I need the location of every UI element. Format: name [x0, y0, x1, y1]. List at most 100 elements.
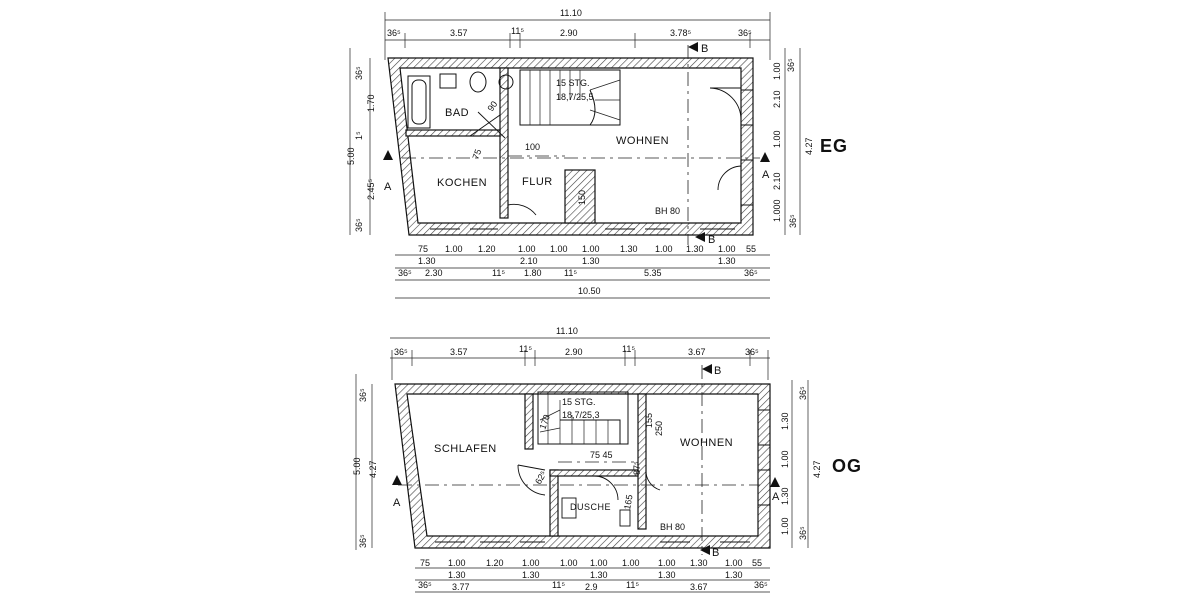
- eg-bottom-overall: 10.50: [578, 286, 601, 296]
- og-top-dim: 2.90: [565, 347, 583, 357]
- eg-bh-note: BH 80: [655, 206, 680, 216]
- og-top-overall: 11.10: [556, 326, 578, 336]
- eg-interior-wall: [405, 129, 501, 137]
- eg-interior-wall: [499, 67, 509, 219]
- og-section-b-top-marker: [702, 364, 712, 374]
- eg-room-wohnen: WOHNEN: [616, 135, 669, 147]
- og-top-dim: 36⁵: [394, 347, 408, 357]
- eg-right-dim: 1.000: [772, 199, 782, 222]
- eg-bottom-dim: 1.00: [518, 244, 536, 254]
- og-section-a-right: A: [772, 491, 780, 503]
- og-top-dim: 36⁵: [745, 347, 759, 357]
- eg-bottom-dim: 2.30: [425, 268, 443, 278]
- eg-bottom-dim: 1.20: [478, 244, 496, 254]
- eg-section-a-left: A: [384, 181, 392, 193]
- eg-exterior-wall: [387, 57, 754, 236]
- og-section-a-right-marker: [770, 477, 780, 487]
- eg-right-overall: 4.27: [804, 137, 814, 155]
- og-staircase: 15 STG. 18,7/25,3: [537, 391, 629, 445]
- eg-top-dim: 11⁵: [511, 26, 524, 36]
- og-right-dim: 36⁵: [798, 386, 808, 400]
- eg-bottom-dim: 1.30: [718, 256, 736, 266]
- og-left-dim: 36⁵: [358, 388, 368, 402]
- og-doors: [517, 464, 661, 527]
- eg-bottom-dim: 11⁵: [492, 268, 505, 278]
- og-dim-250: 250: [654, 421, 664, 436]
- eg-section-a-left-marker: [383, 150, 393, 160]
- og-section-b-bottom: B: [712, 547, 720, 559]
- og-section-b-top: B: [714, 365, 722, 377]
- og-dim-62: 62⁵: [533, 469, 549, 486]
- og-top-dim: 3.57: [450, 347, 468, 357]
- og-bottom-dim: 36⁵: [754, 580, 768, 590]
- eg-right-dim: 36⁵: [788, 214, 798, 228]
- og-dim-87: 87⁵: [632, 461, 642, 475]
- og-bottom-dim: 1.30: [522, 570, 540, 580]
- og-right-dim: 1.00: [780, 450, 790, 468]
- eg-bottom-dim: 5.35: [644, 268, 662, 278]
- ground-floor-plan: 11.10 36⁵ 3.57 11⁵ 2.90 3.78⁵ 36⁵: [346, 8, 847, 299]
- eg-left-dim: 1.70: [366, 94, 376, 112]
- eg-bottom-dim: 1.00: [445, 244, 463, 254]
- eg-bottom-dim: 1.30: [418, 256, 436, 266]
- og-right-dim: 1.00: [780, 517, 790, 535]
- og-bottom-dim: 1.00: [560, 558, 578, 568]
- eg-dim-150: 150: [577, 190, 587, 205]
- og-bottom-dim: 75: [420, 558, 430, 568]
- eg-bottom-dim: 1.30: [686, 244, 704, 254]
- eg-bottom-dim: 1.30: [582, 256, 600, 266]
- og-interior-wall: [637, 393, 647, 530]
- og-interior-wall: [549, 469, 639, 477]
- og-interior-wall: [549, 469, 559, 537]
- og-bottom-dim: 3.67: [690, 582, 708, 592]
- og-bottom-dim: 1.00: [590, 558, 608, 568]
- og-left-dim: 36⁵: [358, 534, 368, 548]
- eg-bottom-dim: 2.10: [520, 256, 538, 266]
- bathtub: [407, 75, 431, 129]
- og-right-dim: 36⁵: [798, 526, 808, 540]
- og-bottom-dim: 1.30: [690, 558, 708, 568]
- og-bottom-dim: 1.00: [448, 558, 466, 568]
- eg-left-overall: 5.00: [346, 147, 356, 165]
- bathtub-inner: [411, 79, 427, 125]
- eg-section-a-right-marker: [760, 152, 770, 162]
- og-section-a-left-marker: [392, 475, 402, 485]
- eg-bottom-dim: 1.00: [655, 244, 673, 254]
- og-dim-155: 155: [644, 413, 654, 428]
- og-dim-165: 165: [622, 494, 634, 511]
- upper-floor-plan: 11.10 36⁵ 3.57 11⁵ 2.90 11⁵ 3.67 36⁵: [352, 326, 861, 593]
- eg-top-overall: 11.10: [560, 8, 582, 18]
- eg-section-b-bottom: B: [708, 234, 716, 246]
- og-bottom-dim: 11⁵: [552, 580, 565, 590]
- og-bottom-dim: 1.00: [725, 558, 743, 568]
- og-bottom-dim: 1.30: [725, 570, 743, 580]
- eg-stair-ratio: 18,7/25,5: [556, 92, 594, 102]
- eg-section-b-bottom-marker: [695, 232, 705, 242]
- eg-bottom-dim: 1.30: [620, 244, 638, 254]
- og-bottom-dim: 1.20: [486, 558, 504, 568]
- eg-top-dim: 3.57: [450, 28, 468, 38]
- eg-left-dim: 36⁵: [354, 66, 364, 80]
- eg-room-bad: BAD: [445, 107, 469, 119]
- og-bottom-dim: 55: [752, 558, 762, 568]
- eg-bottom-dim: 36⁵: [744, 268, 758, 278]
- eg-stair-steps: 15 STG.: [556, 78, 590, 88]
- sink: [439, 73, 457, 89]
- og-bottom-dim: 11⁵: [626, 580, 639, 590]
- eg-room-flur: FLUR: [522, 176, 553, 188]
- og-top-dim: 11⁵: [519, 344, 532, 354]
- og-dim-75-45: 75 45: [590, 450, 613, 460]
- og-section-b-bottom-marker: [700, 545, 710, 555]
- eg-right-dim: 2.10: [772, 90, 782, 108]
- og-bottom-dim: 1.30: [590, 570, 608, 580]
- eg-dim-100: 100: [525, 142, 540, 152]
- og-dim-170: 170: [537, 413, 552, 431]
- eg-dim-90: 90: [485, 99, 499, 113]
- eg-bottom-dim: 1.00: [718, 244, 736, 254]
- eg-interior-wall: [564, 169, 596, 224]
- og-bottom-dim: 1.30: [658, 570, 676, 580]
- eg-bottom-dim: 55: [746, 244, 756, 254]
- og-right-overall: 4.27: [812, 460, 822, 478]
- og-room-schlafen: SCHLAFEN: [434, 443, 497, 455]
- eg-right-dim: 36⁵: [786, 58, 796, 72]
